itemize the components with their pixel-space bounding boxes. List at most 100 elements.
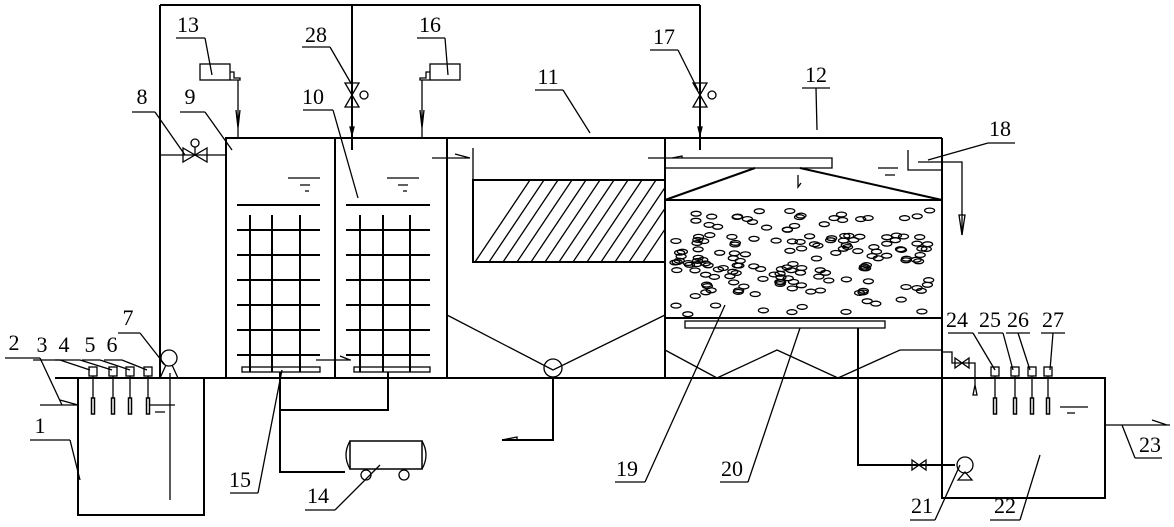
filter-media-particle xyxy=(712,266,725,273)
part-label-12: 12 xyxy=(805,62,827,87)
part-label-4: 4 xyxy=(59,332,70,357)
leader-line xyxy=(1121,424,1162,459)
air-compressor-14-icon xyxy=(345,440,427,481)
filter-media-particle xyxy=(854,233,866,240)
part-label-6: 6 xyxy=(107,332,118,357)
valve-17-icon xyxy=(691,82,717,108)
filter-media-particle xyxy=(690,210,702,217)
filter-media-particle xyxy=(689,292,701,300)
filter-tank-12 xyxy=(648,138,943,379)
filter-media-particle xyxy=(786,285,798,292)
filter-media-particle xyxy=(841,243,854,251)
backwash-pump-21-icon xyxy=(956,456,974,481)
part-label-7: 7 xyxy=(123,305,134,330)
filter-media-particle xyxy=(914,251,926,259)
aeration-pipes-15 xyxy=(279,372,389,473)
leader-line xyxy=(720,327,801,483)
filter-media-particle xyxy=(794,238,806,245)
filter-media-particle xyxy=(738,283,750,290)
filter-media-particle xyxy=(916,308,928,315)
filter-media-particle xyxy=(731,213,744,220)
dosing-device-16 xyxy=(419,63,461,138)
filter-media-particle xyxy=(914,234,926,241)
filter-media-particle xyxy=(703,221,715,228)
filter-media-particle xyxy=(768,271,780,278)
filter-media-particle xyxy=(691,261,703,268)
filter-media-particle xyxy=(730,269,742,277)
filter-media-particle xyxy=(741,215,754,223)
part-label-13: 13 xyxy=(177,12,199,37)
filter-media-particle xyxy=(692,246,704,253)
clean-water-tank-22 xyxy=(941,377,1170,499)
filter-media-particle xyxy=(728,279,740,286)
filter-media-particle xyxy=(828,215,840,222)
filter-media-particle xyxy=(855,216,867,223)
filter-media-particle xyxy=(673,257,685,264)
filter-media-particle xyxy=(757,307,770,314)
part-label-2: 2 xyxy=(9,330,20,355)
part-label-15: 15 xyxy=(229,467,251,492)
leader-line xyxy=(30,439,81,481)
leader-line xyxy=(82,359,131,371)
sensor-icon xyxy=(125,366,135,377)
leader-line xyxy=(303,109,359,199)
part-label-9: 9 xyxy=(185,84,196,109)
sludge-valve-icon xyxy=(543,358,563,378)
lift-pump-7-icon xyxy=(159,349,179,379)
filter-media-particle xyxy=(676,248,689,255)
filter-media-particle xyxy=(858,263,871,270)
filter-media-particle xyxy=(698,238,710,245)
filter-media-particle xyxy=(825,235,838,242)
part-label-1: 1 xyxy=(35,413,46,438)
filter-media-particle xyxy=(726,233,738,240)
filter-media-particle xyxy=(818,221,830,228)
leader-line xyxy=(176,37,213,76)
filter-media-particle xyxy=(803,233,816,240)
filter-media-particle xyxy=(897,233,910,240)
part-label-17: 17 xyxy=(653,24,675,49)
filter-media-particle xyxy=(739,251,752,258)
filter-media-particle xyxy=(853,289,866,296)
filter-media-particle xyxy=(786,309,798,316)
valve-21-icon xyxy=(911,458,927,472)
leader-line xyxy=(180,111,233,151)
top-pipes xyxy=(159,4,701,378)
filter-media-particle xyxy=(898,215,911,222)
filter-media-particle xyxy=(812,242,824,249)
part-label-10: 10 xyxy=(302,84,324,109)
leader-line xyxy=(910,464,961,521)
leader-line xyxy=(978,332,1014,371)
inlet-arrow-12 xyxy=(697,126,703,136)
filter-media-particle xyxy=(748,235,760,242)
reactor-9 xyxy=(225,137,336,379)
leader-line xyxy=(948,332,996,371)
part-label-14: 14 xyxy=(307,483,329,508)
filter-media-particle xyxy=(753,208,765,215)
leader-line xyxy=(118,332,166,366)
raw-water-tank-1 xyxy=(40,373,205,516)
filter-media-particle xyxy=(709,302,722,309)
filter-media-particle xyxy=(671,267,683,274)
sensor-icon xyxy=(143,366,153,377)
filter-media-particle xyxy=(692,236,704,243)
part-label-22: 22 xyxy=(994,493,1016,518)
filter-media-particle xyxy=(670,237,682,245)
part-label-5: 5 xyxy=(85,332,96,357)
filter-media-particle xyxy=(916,245,928,252)
sensor-icon xyxy=(88,366,98,377)
filter-media-particle xyxy=(881,240,893,247)
part-label-3: 3 xyxy=(37,332,48,357)
valve-icon xyxy=(954,356,970,370)
filter-media-particle xyxy=(793,214,806,221)
leader-line xyxy=(615,304,726,483)
filter-media-particle xyxy=(921,241,934,248)
leader-line xyxy=(990,454,1041,521)
filter-media-particle xyxy=(796,303,808,310)
filter-media-particle xyxy=(848,236,860,244)
inlet-arrow-10 xyxy=(349,126,355,136)
filter-media-particle xyxy=(895,246,908,253)
filter-media-particle xyxy=(805,288,817,295)
filter-media-particle xyxy=(872,255,884,262)
filter-media-particle xyxy=(734,257,746,264)
sensor-icon xyxy=(108,366,118,377)
